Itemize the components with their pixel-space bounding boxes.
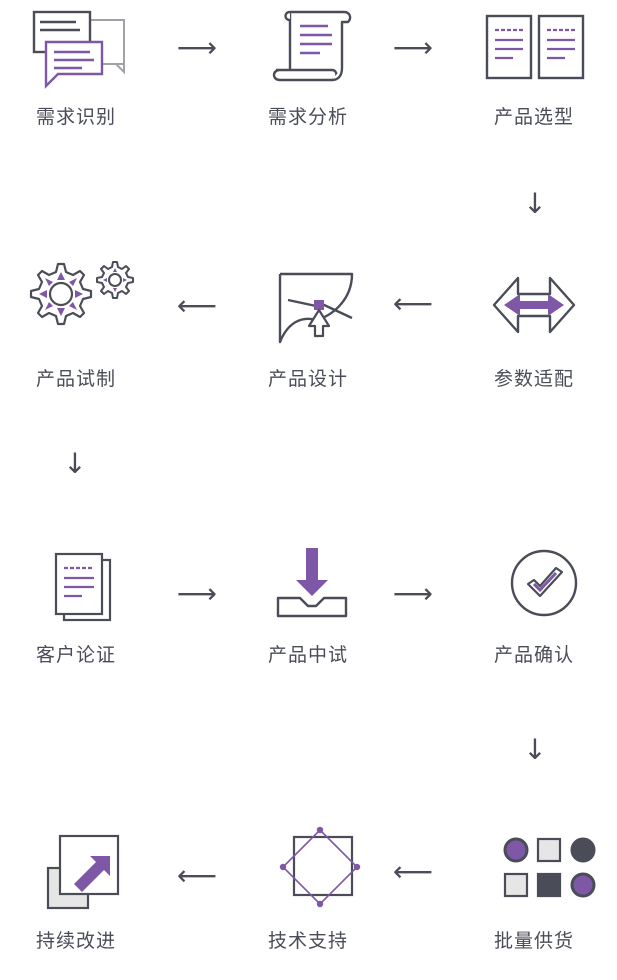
arrow-down: ↓ xyxy=(523,187,547,220)
step-label: 产品试制 xyxy=(35,368,116,390)
step-product-design: 产品设计 xyxy=(248,270,368,390)
arrow-right: ⟶ xyxy=(392,31,434,64)
step-technical-support: 技术支持 xyxy=(248,826,368,952)
step-label: 批量供货 xyxy=(493,930,574,952)
arrow-down: ↓ xyxy=(523,733,547,766)
step-product-selection: 产品选型 xyxy=(474,8,594,128)
stacked-documents-icon xyxy=(54,552,112,622)
arrow-left: ⟵ xyxy=(176,289,218,322)
step-label: 产品设计 xyxy=(267,368,348,390)
arrow-left: ⟵ xyxy=(392,287,434,320)
arrow-left: ⟵ xyxy=(176,859,218,892)
check-circle-icon xyxy=(510,549,578,617)
step-label: 需求分析 xyxy=(267,106,348,128)
scroll-document-icon xyxy=(272,10,352,82)
chat-bubbles-icon xyxy=(32,10,125,89)
step-continuous-improvement: 持续改进 xyxy=(16,832,136,952)
rotated-squares-icon xyxy=(279,826,361,908)
step-label: 产品确认 xyxy=(493,644,574,666)
step-product-confirmation: 产品确认 xyxy=(474,546,594,666)
arrow-right: ⟶ xyxy=(176,577,218,610)
step-requirement-analysis: 需求分析 xyxy=(248,8,368,128)
grid-shapes-icon xyxy=(503,837,596,898)
step-label: 持续改进 xyxy=(35,930,116,952)
step-requirement-identification: 需求识别 xyxy=(16,8,136,128)
step-label: 产品选型 xyxy=(493,106,574,128)
step-label: 需求识别 xyxy=(35,106,116,128)
step-label: 产品中试 xyxy=(267,644,348,666)
pen-nib-design-icon xyxy=(278,272,354,344)
arrow-left: ⟵ xyxy=(392,855,434,888)
step-label: 技术支持 xyxy=(267,930,348,952)
step-product-trial: 产品试制 xyxy=(16,258,136,390)
download-tray-icon xyxy=(276,548,348,618)
arrow-right: ⟶ xyxy=(392,577,434,610)
step-pilot-production: 产品中试 xyxy=(248,544,368,666)
double-arrow-icon xyxy=(492,276,576,334)
step-label: 客户论证 xyxy=(35,644,116,666)
step-parameter-adaptation: 参数适配 xyxy=(474,270,594,390)
step-label: 参数适配 xyxy=(493,368,574,390)
step-bulk-supply: 批量供货 xyxy=(474,832,596,952)
step-customer-validation: 客户论证 xyxy=(16,550,136,666)
expand-arrow-icon xyxy=(46,834,120,910)
two-documents-icon xyxy=(485,14,585,80)
arrow-down: ↓ xyxy=(63,447,87,480)
arrow-right: ⟶ xyxy=(176,31,218,64)
gears-icon xyxy=(29,261,134,326)
